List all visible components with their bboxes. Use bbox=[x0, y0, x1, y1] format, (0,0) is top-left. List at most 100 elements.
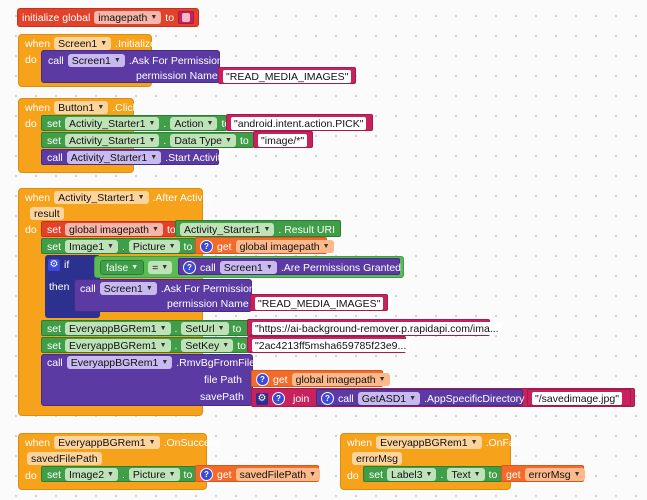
seturl-prop-dropdown[interactable]: SetUrl▼ bbox=[181, 322, 229, 335]
set-image2-block[interactable]: set Image2▼ . Picture▼ to bbox=[41, 466, 196, 482]
uri-component-dropdown[interactable]: Activity_Starter1▼ bbox=[180, 223, 275, 236]
permission-string[interactable]: " READ_MEDIA_IMAGES " bbox=[255, 297, 384, 310]
set-datatype-block[interactable]: set Activity_Starter1▼ . Data Type▼ to bbox=[41, 132, 254, 148]
permission-string[interactable]: " READ_MEDIA_IMAGES " bbox=[223, 70, 352, 83]
url-value-block[interactable]: " https://ai-background-remover.p.rapida… bbox=[247, 319, 502, 336]
when-label: when bbox=[25, 191, 51, 204]
picture-prop-dropdown[interactable]: Picture▼ bbox=[128, 468, 180, 481]
help-icon[interactable]: ? bbox=[321, 392, 334, 405]
empty-string-block[interactable] bbox=[178, 11, 195, 24]
init-global-block[interactable]: initialize global imagepath▼ to bbox=[17, 8, 199, 27]
set-url-block[interactable]: set EveryappBGRem1▼ . SetUrl▼ to bbox=[41, 320, 249, 336]
get-label: get bbox=[273, 373, 288, 386]
then-permission-value[interactable]: " READ_MEDIA_IMAGES " bbox=[250, 294, 388, 311]
set-global-block[interactable]: set global imagepath▼ to bbox=[41, 221, 176, 237]
fail-component-dropdown[interactable]: EveryappBGRem1▼ bbox=[376, 436, 482, 449]
help-icon[interactable]: ? bbox=[272, 392, 285, 405]
button-component-dropdown[interactable]: Button1▼ bbox=[54, 101, 109, 114]
label3-dropdown[interactable]: Label3▼ bbox=[387, 468, 437, 481]
suffix-value-block[interactable]: " /savedimage.jpg " bbox=[527, 389, 631, 406]
global-var-name[interactable]: imagepath▼ bbox=[94, 11, 162, 24]
permission-value-block[interactable]: " READ_MEDIA_IMAGES " bbox=[218, 67, 356, 84]
equals-operator[interactable]: =▼ bbox=[148, 261, 173, 274]
global-var-dropdown[interactable]: global imagepath▼ bbox=[65, 223, 163, 236]
ask-permission-method: .Ask For Permission bbox=[160, 282, 255, 295]
action-prop-dropdown[interactable]: Action▼ bbox=[170, 117, 218, 130]
empty-string-value[interactable] bbox=[182, 13, 191, 22]
app-dir-call[interactable]: ? call GetASD1▼ .AppSpecificDirectory bbox=[316, 389, 524, 406]
url-string[interactable]: " https://ai-background-remover.p.rapida… bbox=[252, 322, 502, 335]
key-value-block[interactable]: " 2ac4213ff5msha659785f23e9... bbox=[247, 336, 410, 353]
text-prop-dropdown[interactable]: Text▼ bbox=[447, 468, 485, 481]
screen-component-dropdown[interactable]: Screen1▼ bbox=[54, 37, 112, 50]
help-icon[interactable]: ? bbox=[256, 373, 269, 386]
get-label: get bbox=[217, 240, 232, 253]
perm-screen-dropdown[interactable]: Screen1▼ bbox=[219, 261, 277, 274]
key-string[interactable]: " 2ac4213ff5msha659785f23e9... bbox=[252, 339, 410, 352]
set-key-block[interactable]: set EveryappBGRem1▼ . SetKey▼ to bbox=[41, 337, 249, 353]
action-string[interactable]: " android.intent.action.PICK " bbox=[231, 117, 367, 130]
file-path-getter[interactable]: ? get global imagepath▼ bbox=[251, 370, 390, 387]
set-label3-block[interactable]: set Label3▼ . Text▼ to bbox=[363, 466, 502, 482]
error-msg-param[interactable]: errorMsg bbox=[352, 452, 403, 465]
bgrem-dropdown[interactable]: EveryappBGRem1▼ bbox=[65, 322, 171, 335]
help-icon[interactable]: ? bbox=[183, 261, 196, 274]
start-activity-call[interactable]: call Activity_Starter1▼ .Start Activity bbox=[41, 149, 226, 165]
gear-icon[interactable]: ⚙ bbox=[48, 258, 60, 271]
start-activity-method: .Start Activity bbox=[165, 151, 226, 164]
success-component-dropdown[interactable]: EveryappBGRem1▼ bbox=[54, 436, 160, 449]
set-image1-block[interactable]: set Image1▼ . Picture▼ to bbox=[41, 238, 196, 254]
error-var-dropdown[interactable]: errorMsg▼ bbox=[524, 468, 585, 481]
help-icon[interactable]: ? bbox=[200, 468, 213, 481]
suffix-string[interactable]: " /savedimage.jpg " bbox=[532, 392, 622, 405]
bgrem-dropdown[interactable]: EveryappBGRem1▼ bbox=[65, 339, 171, 352]
set-label: set bbox=[47, 468, 62, 481]
initialize-global-label: initialize global bbox=[22, 11, 91, 24]
result-uri-getter[interactable]: Activity_Starter1▼ . Result URI bbox=[175, 220, 341, 237]
activity-starter-dropdown[interactable]: Activity_Starter1▼ bbox=[65, 117, 160, 130]
result-param[interactable]: result bbox=[30, 207, 64, 220]
get-global-getter[interactable]: ? get global imagepath▼ bbox=[195, 237, 334, 254]
then-screen-dropdown[interactable]: Screen1▼ bbox=[99, 282, 157, 295]
to-label: to bbox=[221, 118, 230, 130]
get-error-getter[interactable]: get errorMsg▼ bbox=[501, 465, 585, 482]
picture-prop-dropdown[interactable]: Picture▼ bbox=[128, 240, 180, 253]
screen-call-dropdown[interactable]: Screen1▼ bbox=[67, 54, 125, 67]
getasd-dropdown[interactable]: GetASD1▼ bbox=[357, 392, 421, 405]
to-label: to bbox=[183, 240, 193, 253]
gear-icon[interactable]: ⚙ bbox=[256, 392, 268, 405]
activity-starter-dropdown[interactable]: Activity_Starter1▼ bbox=[65, 134, 160, 147]
permission-name-label: permission Name bbox=[167, 297, 249, 310]
action-value-block[interactable]: " android.intent.action.PICK " bbox=[226, 114, 373, 131]
event-name: .OnFail bbox=[485, 436, 520, 449]
datatype-value-block[interactable]: " image/* " bbox=[253, 131, 313, 148]
set-label: set bbox=[47, 240, 62, 253]
set-action-block[interactable]: set Activity_Starter1▼ . Action▼ to bbox=[41, 115, 230, 131]
ask-permission-call[interactable]: call Screen1▼ .Ask For Permission permis… bbox=[41, 50, 223, 83]
false-value[interactable]: false▼ bbox=[100, 260, 145, 275]
saved-file-param[interactable]: savedFilePath bbox=[27, 452, 102, 465]
rmvbg-method: .RmvBgFromFile bbox=[176, 356, 256, 369]
call-label: call bbox=[47, 151, 63, 164]
rmvbg-call[interactable]: call EveryappBGRem1▼ .RmvBgFromFile file… bbox=[41, 354, 256, 406]
rmvbg-component-dropdown[interactable]: EveryappBGRem1▼ bbox=[66, 356, 173, 369]
image2-dropdown[interactable]: Image2▼ bbox=[65, 468, 118, 481]
if-label: if bbox=[64, 258, 70, 271]
saved-path-dropdown[interactable]: savedFilePath▼ bbox=[235, 468, 321, 481]
get-saved-path-getter[interactable]: ? get savedFilePath▼ bbox=[195, 465, 321, 482]
perm-granted-call[interactable]: ? call Screen1▼ .Are Permissions Granted bbox=[178, 258, 401, 275]
get-var-dropdown[interactable]: global imagepath▼ bbox=[235, 240, 334, 253]
image1-dropdown[interactable]: Image1▼ bbox=[65, 240, 118, 253]
activity-starter-call-dropdown[interactable]: Activity_Starter1▼ bbox=[66, 151, 162, 164]
when-label: when bbox=[347, 436, 373, 449]
call-label: call bbox=[200, 261, 216, 274]
activity-starter-event-dropdown[interactable]: Activity_Starter1▼ bbox=[54, 191, 149, 204]
then-ask-permission-call[interactable]: call Screen1▼ .Ask For Permission permis… bbox=[74, 279, 255, 312]
file-var-dropdown[interactable]: global imagepath▼ bbox=[291, 373, 390, 386]
datatype-prop-dropdown[interactable]: Data Type▼ bbox=[170, 134, 236, 147]
help-icon[interactable]: ? bbox=[200, 240, 213, 253]
set-label: set bbox=[47, 322, 62, 335]
datatype-string[interactable]: " image/* " bbox=[258, 134, 308, 147]
event-name: .Click bbox=[112, 101, 138, 114]
setkey-prop-dropdown[interactable]: SetKey▼ bbox=[181, 339, 234, 352]
